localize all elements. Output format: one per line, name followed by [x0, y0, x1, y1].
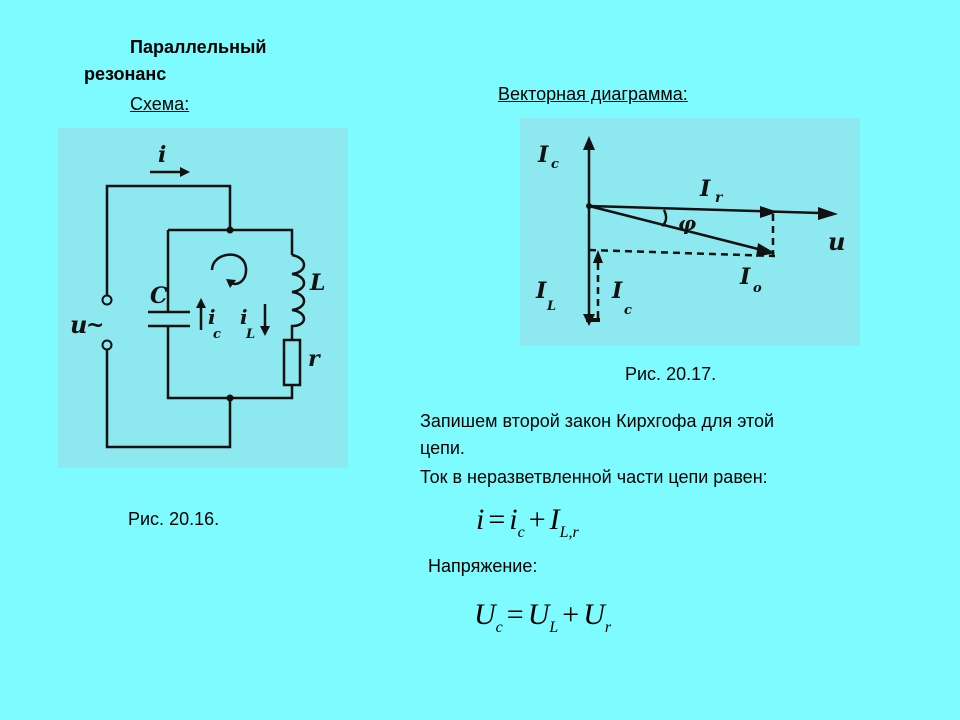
figure-caption-right: Рис. 20.17.: [625, 364, 717, 384]
label-ir-sub: r: [715, 190, 724, 206]
label-ic-dashed: I: [611, 278, 623, 304]
label-ic: I: [537, 142, 549, 168]
label-ic-sub: c: [551, 157, 559, 172]
label-u: u: [828, 227, 845, 256]
vector-diagram-label: Векторная диаграмма:: [498, 84, 688, 104]
current-arrow-head: [180, 167, 190, 177]
inductor-coil: [290, 253, 306, 340]
node-top: [226, 226, 234, 234]
formula-current-eq: =: [488, 503, 506, 536]
formula-voltage-t0-sub: c: [495, 619, 503, 636]
il-base-mark: [586, 318, 600, 322]
outer-wire-top: [105, 184, 232, 300]
vector-u-shaft: [588, 204, 821, 215]
ic-arrow-head: [196, 298, 206, 308]
label-ic-dashed-sub: c: [624, 303, 632, 318]
source-label: u: [70, 310, 87, 339]
resistor-label: r: [308, 346, 321, 372]
loop-current-arrowhead: [226, 279, 236, 288]
formula-voltage-plus: +: [562, 598, 580, 631]
formula-current-t2-sub: L,r: [559, 524, 579, 541]
label-il: I: [535, 278, 547, 304]
slide-title-line2: резонанс: [84, 64, 167, 84]
loop-current-arc: [210, 253, 248, 286]
body-text-line2: цепи.: [420, 438, 465, 458]
label-io: I: [739, 264, 751, 290]
formula-voltage-t1: U: [527, 598, 550, 631]
phi-arc: [661, 209, 668, 227]
formula-voltage-t2-sub: r: [604, 619, 612, 636]
formula-current-lhs: i: [476, 503, 485, 536]
dashed-projection-horizontal: [588, 248, 776, 258]
body-text-line1: Запишем второй закон Кирхгофа для этой: [420, 411, 775, 431]
label-il-sub: L: [546, 299, 556, 314]
source-tilde: ~: [86, 312, 104, 338]
vector-ic-dashed-arrowhead: [593, 250, 603, 263]
node-bottom: [226, 394, 234, 402]
terminal-bottom: [101, 339, 113, 351]
terminal-top: [101, 294, 113, 306]
slide-title-line1: Параллельный: [130, 37, 267, 57]
label-ir: I: [699, 176, 711, 202]
formula-current-t1: i: [509, 503, 518, 536]
vector-u-arrowhead: [818, 207, 838, 220]
vector-ir-arrowhead: [760, 206, 778, 218]
formula-voltage-eq: =: [506, 598, 524, 631]
formula-voltage-t0: U: [474, 598, 496, 631]
body-text-line3: Ток в неразветвленной части цепи равен:: [420, 467, 768, 487]
outer-wire-bottom: [105, 345, 232, 449]
ic-label-sub: c: [213, 327, 221, 342]
vector-origin: [586, 203, 592, 209]
inner-wire-top: [168, 228, 294, 255]
scheme-label: Схема:: [130, 94, 190, 114]
label-io-sub: o: [753, 281, 762, 296]
formula-current-t2: I: [549, 503, 560, 536]
vector-io-arrowhead: [756, 243, 775, 257]
formula-current-t1-sub: c: [517, 524, 525, 541]
capacitor-label: C: [150, 283, 168, 309]
voltage-label: Напряжение:: [428, 556, 538, 576]
label-phi: φ: [678, 211, 696, 235]
formula-voltage: Uc=UL+Ur: [474, 598, 611, 637]
inductor-label: L: [309, 270, 325, 296]
il-label: i: [240, 305, 248, 329]
ic-label: i: [208, 305, 216, 329]
resistor-body: [282, 338, 302, 387]
formula-current-plus: +: [528, 503, 546, 536]
il-label-sub: L: [245, 327, 255, 342]
formula-current: i=ic+IL,r: [476, 503, 579, 542]
formula-voltage-t1-sub: L: [549, 619, 559, 636]
vector-io-shaft: [588, 204, 763, 252]
current-label: i: [158, 142, 166, 168]
il-arrow-head: [260, 326, 270, 336]
figure-caption-left: Рис. 20.16.: [128, 509, 220, 529]
vector-ic-arrowhead: [583, 136, 595, 150]
formula-voltage-t2: U: [583, 598, 605, 631]
